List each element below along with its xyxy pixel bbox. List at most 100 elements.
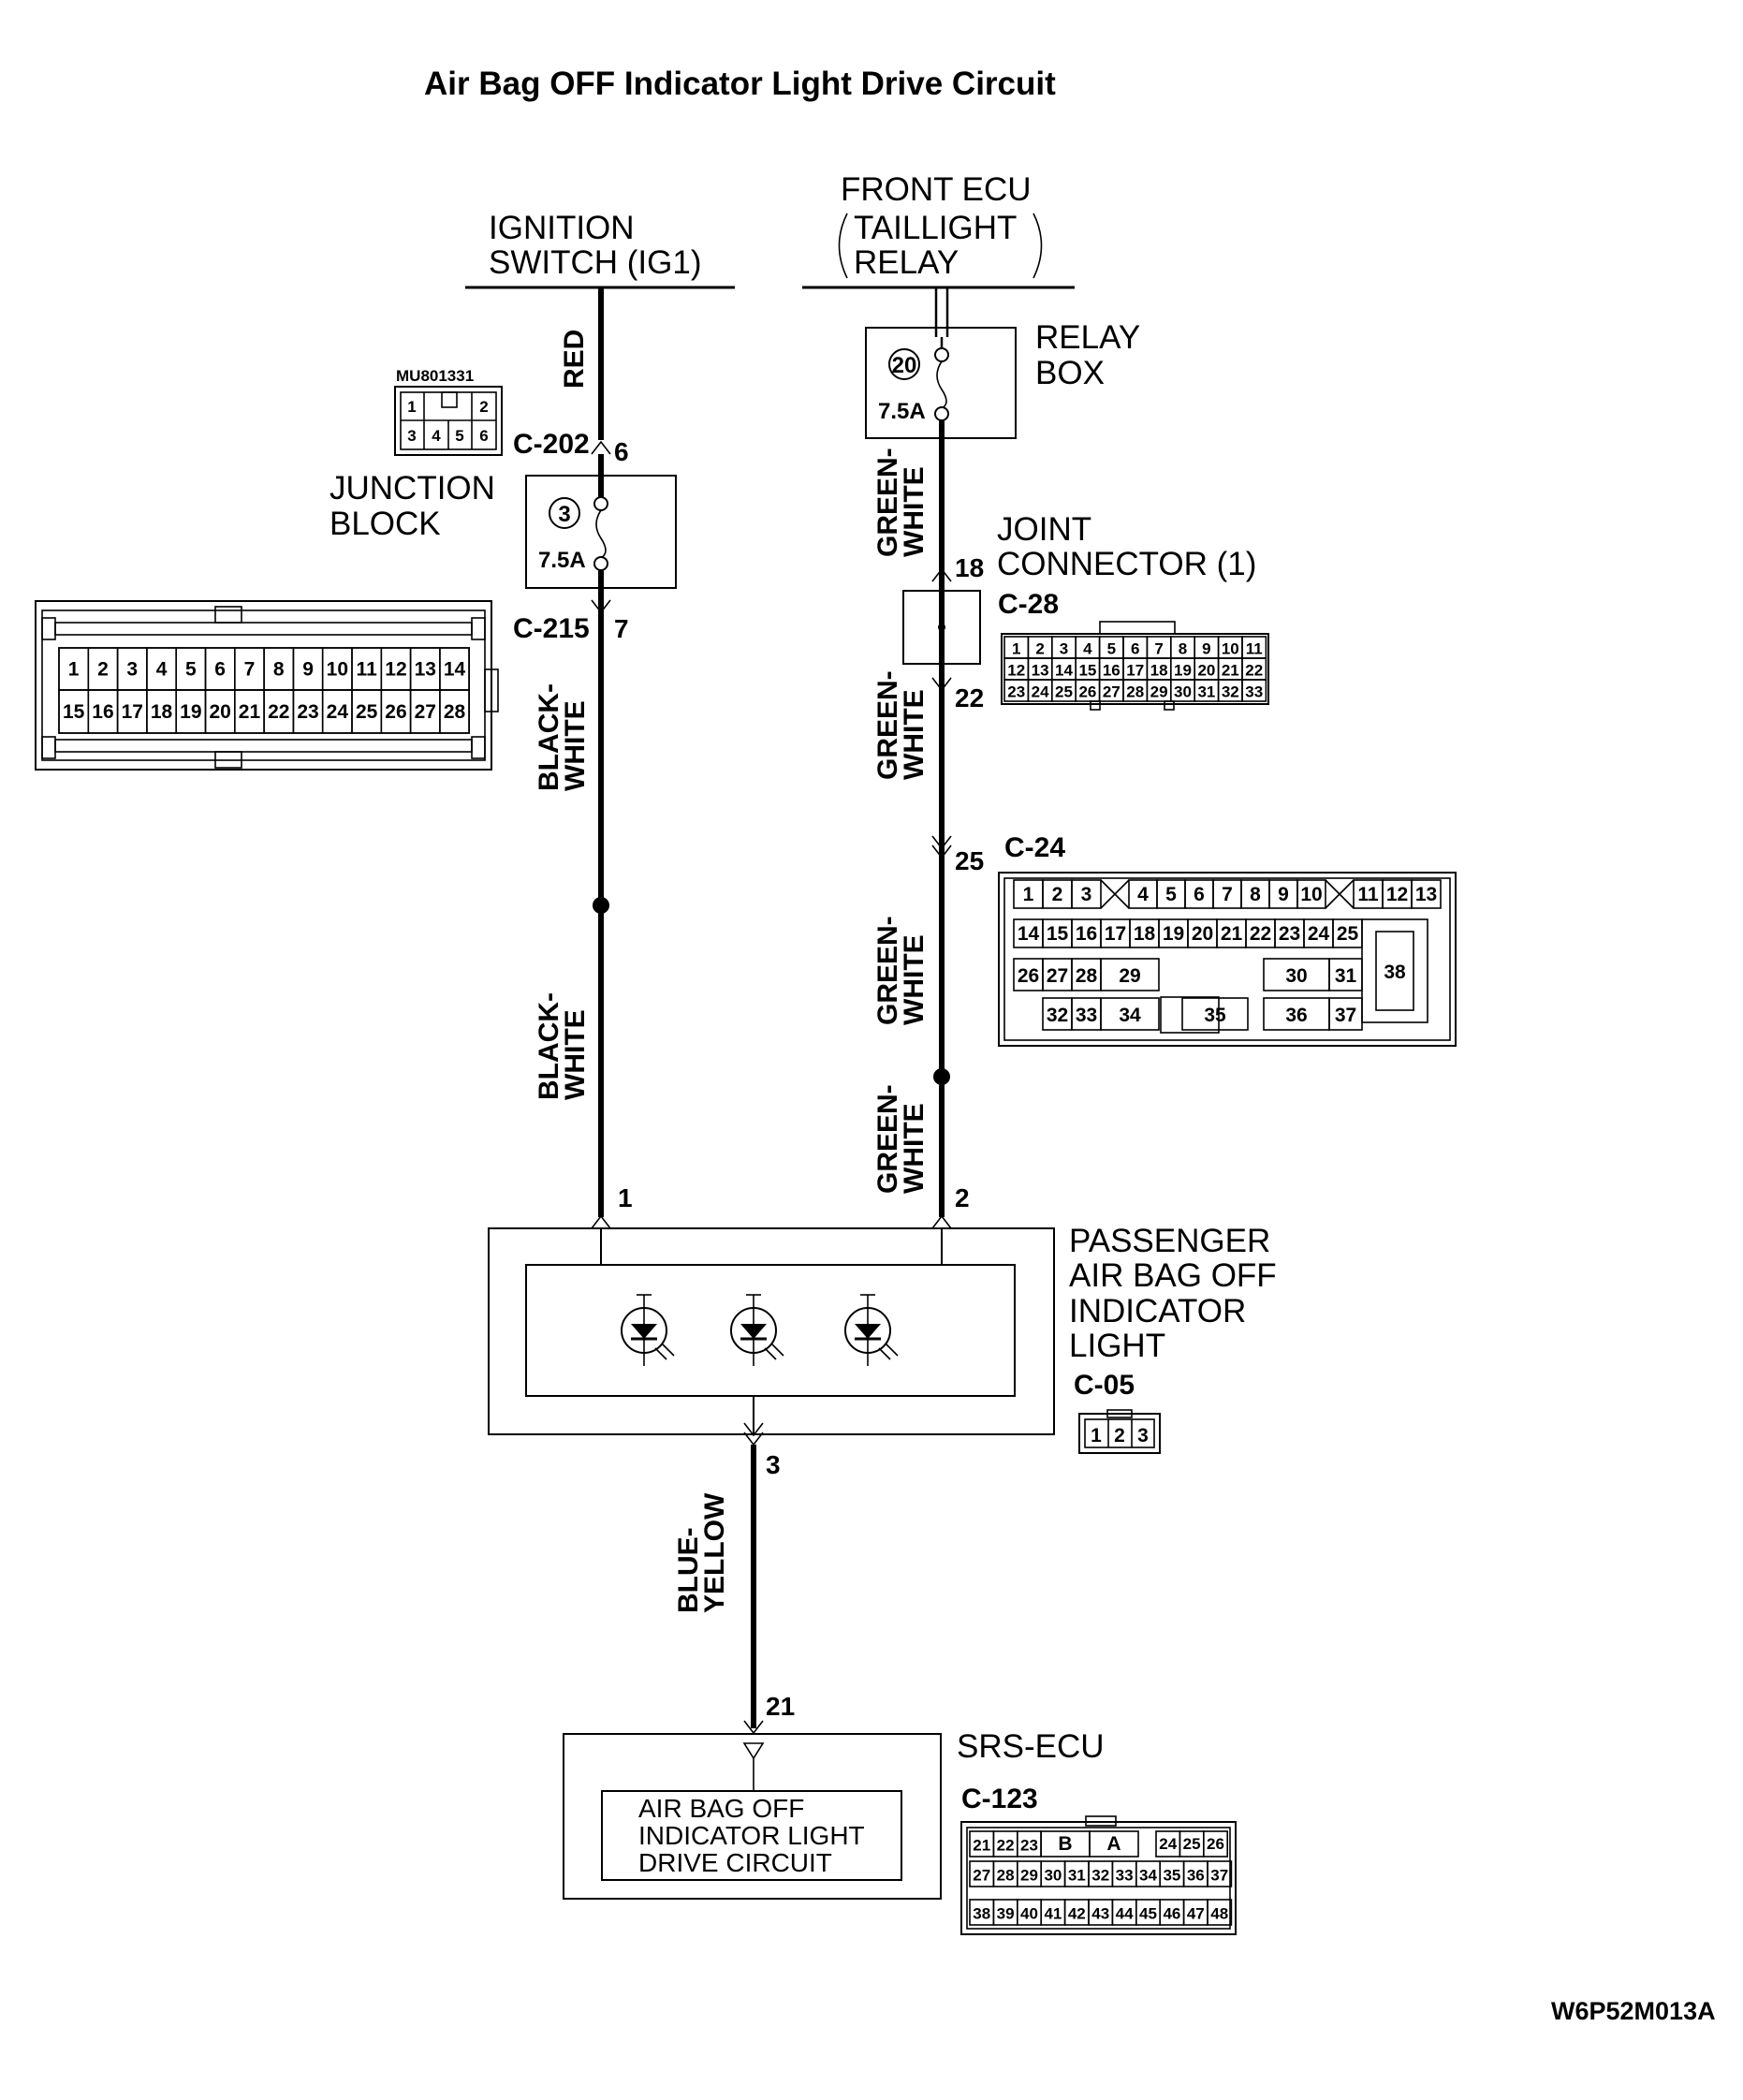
connector-pin-number: 32 <box>1091 1867 1109 1885</box>
connector-pin-number: 8 <box>1250 884 1261 905</box>
front-ecu-label-line2: TAILLIGHT <box>854 210 1017 246</box>
connector-cavity <box>1207 1860 1233 1887</box>
connector-pin-number: 23 <box>1279 923 1300 945</box>
connector-pin-number: 33 <box>1116 1867 1134 1885</box>
connector-pin-number: 25 <box>1055 683 1073 701</box>
svg-text:2: 2 <box>479 398 488 416</box>
connector-pin-number: 33 <box>1076 1005 1097 1026</box>
connector-pin-number: 15 <box>1078 662 1096 680</box>
connector-pin-number: 17 <box>1105 923 1126 945</box>
connector-pin-number: 36 <box>1285 1005 1307 1026</box>
connector-pin-number: 12 <box>385 659 406 681</box>
connector-pin-number: 38 <box>1384 962 1406 983</box>
connector-pin-number: 39 <box>997 1905 1015 1923</box>
pin-mark-2 <box>931 1214 952 1229</box>
drive-circuit-label-line1: AIR BAG OFF <box>638 1794 804 1823</box>
connector-pin-number: 24 <box>1032 683 1049 701</box>
connector-pin-number: 48 <box>1210 1905 1228 1923</box>
connector-pin-number: 15 <box>63 701 85 723</box>
connector-pin-number: 25 <box>1183 1835 1201 1853</box>
front-ecu-label-line3: RELAY <box>854 244 959 281</box>
connector-pin-number: 1 <box>1023 884 1034 905</box>
c215-connector-face <box>35 600 499 771</box>
front-ecu-paren-right <box>1033 213 1043 279</box>
relay-fuse-rating: 7.5A <box>878 399 926 424</box>
connector-pin-number: 4 <box>1137 884 1149 905</box>
pin-mark-6 <box>591 440 611 455</box>
connector-pin-number: 27 <box>415 701 436 723</box>
connector-pin-number: 2 <box>97 659 109 681</box>
connector-pin-number: 7 <box>1154 640 1163 658</box>
srs-ecu-box <box>563 1733 942 1900</box>
connector-pin-number: 20 <box>1197 662 1215 680</box>
pin-mark-7 <box>591 599 611 614</box>
connector-cavity <box>1100 958 1160 991</box>
svg-text:6: 6 <box>479 427 488 445</box>
connector-pin-number: 27 <box>1103 683 1120 701</box>
connector-pin-number: 47 <box>1187 1905 1205 1923</box>
connector-pin-number: 7 <box>244 659 256 681</box>
connector-pin-number: 3 <box>1081 884 1092 905</box>
connector-pin-number: 5 <box>1107 640 1116 658</box>
black-white-label-1b: WHITE <box>560 700 591 791</box>
connector-pin-number: 14 <box>1055 662 1073 680</box>
mu801331-connector-face: 1 2 3 4 5 6 <box>394 386 503 456</box>
connector-pin-number: 31 <box>1335 965 1357 987</box>
connector-c123: C-123 <box>961 1784 1038 1814</box>
connector-pin-number: 22 <box>1245 662 1263 680</box>
connector-pin-number: 13 <box>1415 884 1437 905</box>
connector-pin-number: 21 <box>1221 923 1243 945</box>
connector-pin-number: 31 <box>1197 683 1215 701</box>
connector-pin-number: 22 <box>997 1837 1015 1855</box>
connector-cavity <box>1203 1830 1229 1858</box>
connector-pin-number: 11 <box>1357 884 1379 905</box>
connector-pin-number: 27 <box>973 1867 990 1885</box>
connector-cavity <box>1332 918 1363 948</box>
connector-pin-number: 2 <box>1052 884 1063 905</box>
relay-fuse-number: 20 <box>892 353 917 378</box>
joint-connector-label-line1: JOINT <box>997 511 1091 548</box>
connector-pin-number: 23 <box>1020 1837 1038 1855</box>
connector-pin-number: 11 <box>1246 640 1263 658</box>
green-white-label-1b: WHITE <box>899 466 930 557</box>
connector-pin-number: 44 <box>1116 1905 1134 1923</box>
green-white-label-3b: WHITE <box>899 934 930 1025</box>
connector-cavity <box>1328 958 1363 991</box>
svg-text:1: 1 <box>407 398 416 416</box>
joint-connector-box <box>902 590 981 665</box>
indicator-light-inner-box <box>525 1264 1016 1397</box>
connector-pin-number: 18 <box>151 701 173 723</box>
connector-pin-number: 8 <box>273 659 285 681</box>
connector-pin-number: 29 <box>1119 965 1140 987</box>
figure-code: W6P52M013A <box>1551 1997 1716 2025</box>
c05-connector-face: 1 2 3 <box>1078 1409 1161 1454</box>
pin-mark-18 <box>931 567 952 582</box>
splice-point-left <box>593 897 609 914</box>
connector-pin-number: 26 <box>1018 965 1039 987</box>
green-white-label-2b: WHITE <box>899 689 930 780</box>
junction-fuse-number: 3 <box>558 502 570 527</box>
connector-pin-number: 41 <box>1044 1905 1062 1923</box>
connector-pin-number: 9 <box>302 659 314 681</box>
blue-yellow-label-b: YELLOW <box>699 1492 730 1613</box>
connector-pin-number: 18 <box>1134 923 1156 945</box>
connector-pin-number: 26 <box>1207 1835 1224 1853</box>
connector-pin-number: 17 <box>122 701 143 723</box>
connector-pin-number: 6 <box>1131 640 1139 658</box>
c24-connector-face <box>998 872 1457 1047</box>
connector-pin-number: A <box>1106 1833 1120 1855</box>
pin-7-label: 7 <box>614 614 629 643</box>
green-white-label-2a: GREEN- <box>872 670 903 780</box>
connector-c05: C-05 <box>1074 1370 1135 1401</box>
connector-pin-number: 22 <box>268 701 289 723</box>
connector-pin-number: 21 <box>1222 662 1239 680</box>
connector-pin-number: 10 <box>1222 640 1239 658</box>
junction-block-label-line1: JUNCTION <box>330 470 495 507</box>
